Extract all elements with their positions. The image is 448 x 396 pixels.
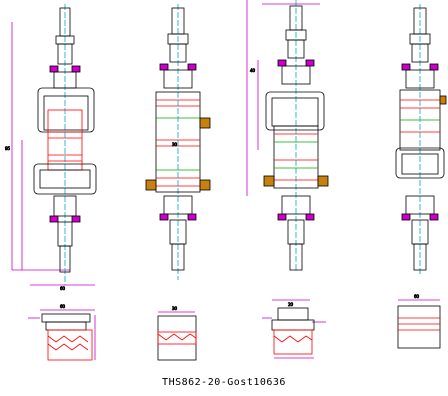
view-3-assembly: 40: [246, 0, 329, 271]
dim-label-detail-3: 20: [288, 302, 294, 307]
view-4-side-assembly: [395, 4, 447, 275]
drawing-caption: THS862-20-Gost10636: [162, 377, 286, 388]
dim-label-detail-2: 30: [172, 306, 178, 311]
dim-label-height-3: 40: [250, 68, 256, 73]
view-1-assembly: 95 60: [5, 4, 97, 291]
detail-section-4: 60: [397, 294, 441, 349]
detail-section-2: 30: [157, 306, 197, 361]
dim-label-total-height: 95: [5, 146, 11, 151]
dim-label-width-2: 30: [172, 142, 178, 147]
dim-label-detail-1: 60: [60, 304, 66, 309]
view-2-side-assembly: 30: [145, 4, 211, 280]
dim-label-detail-4: 60: [414, 294, 420, 299]
dim-label-width-1: 60: [60, 286, 66, 291]
detail-section-3: 20: [262, 299, 326, 359]
detail-section-1: 60: [28, 304, 96, 361]
